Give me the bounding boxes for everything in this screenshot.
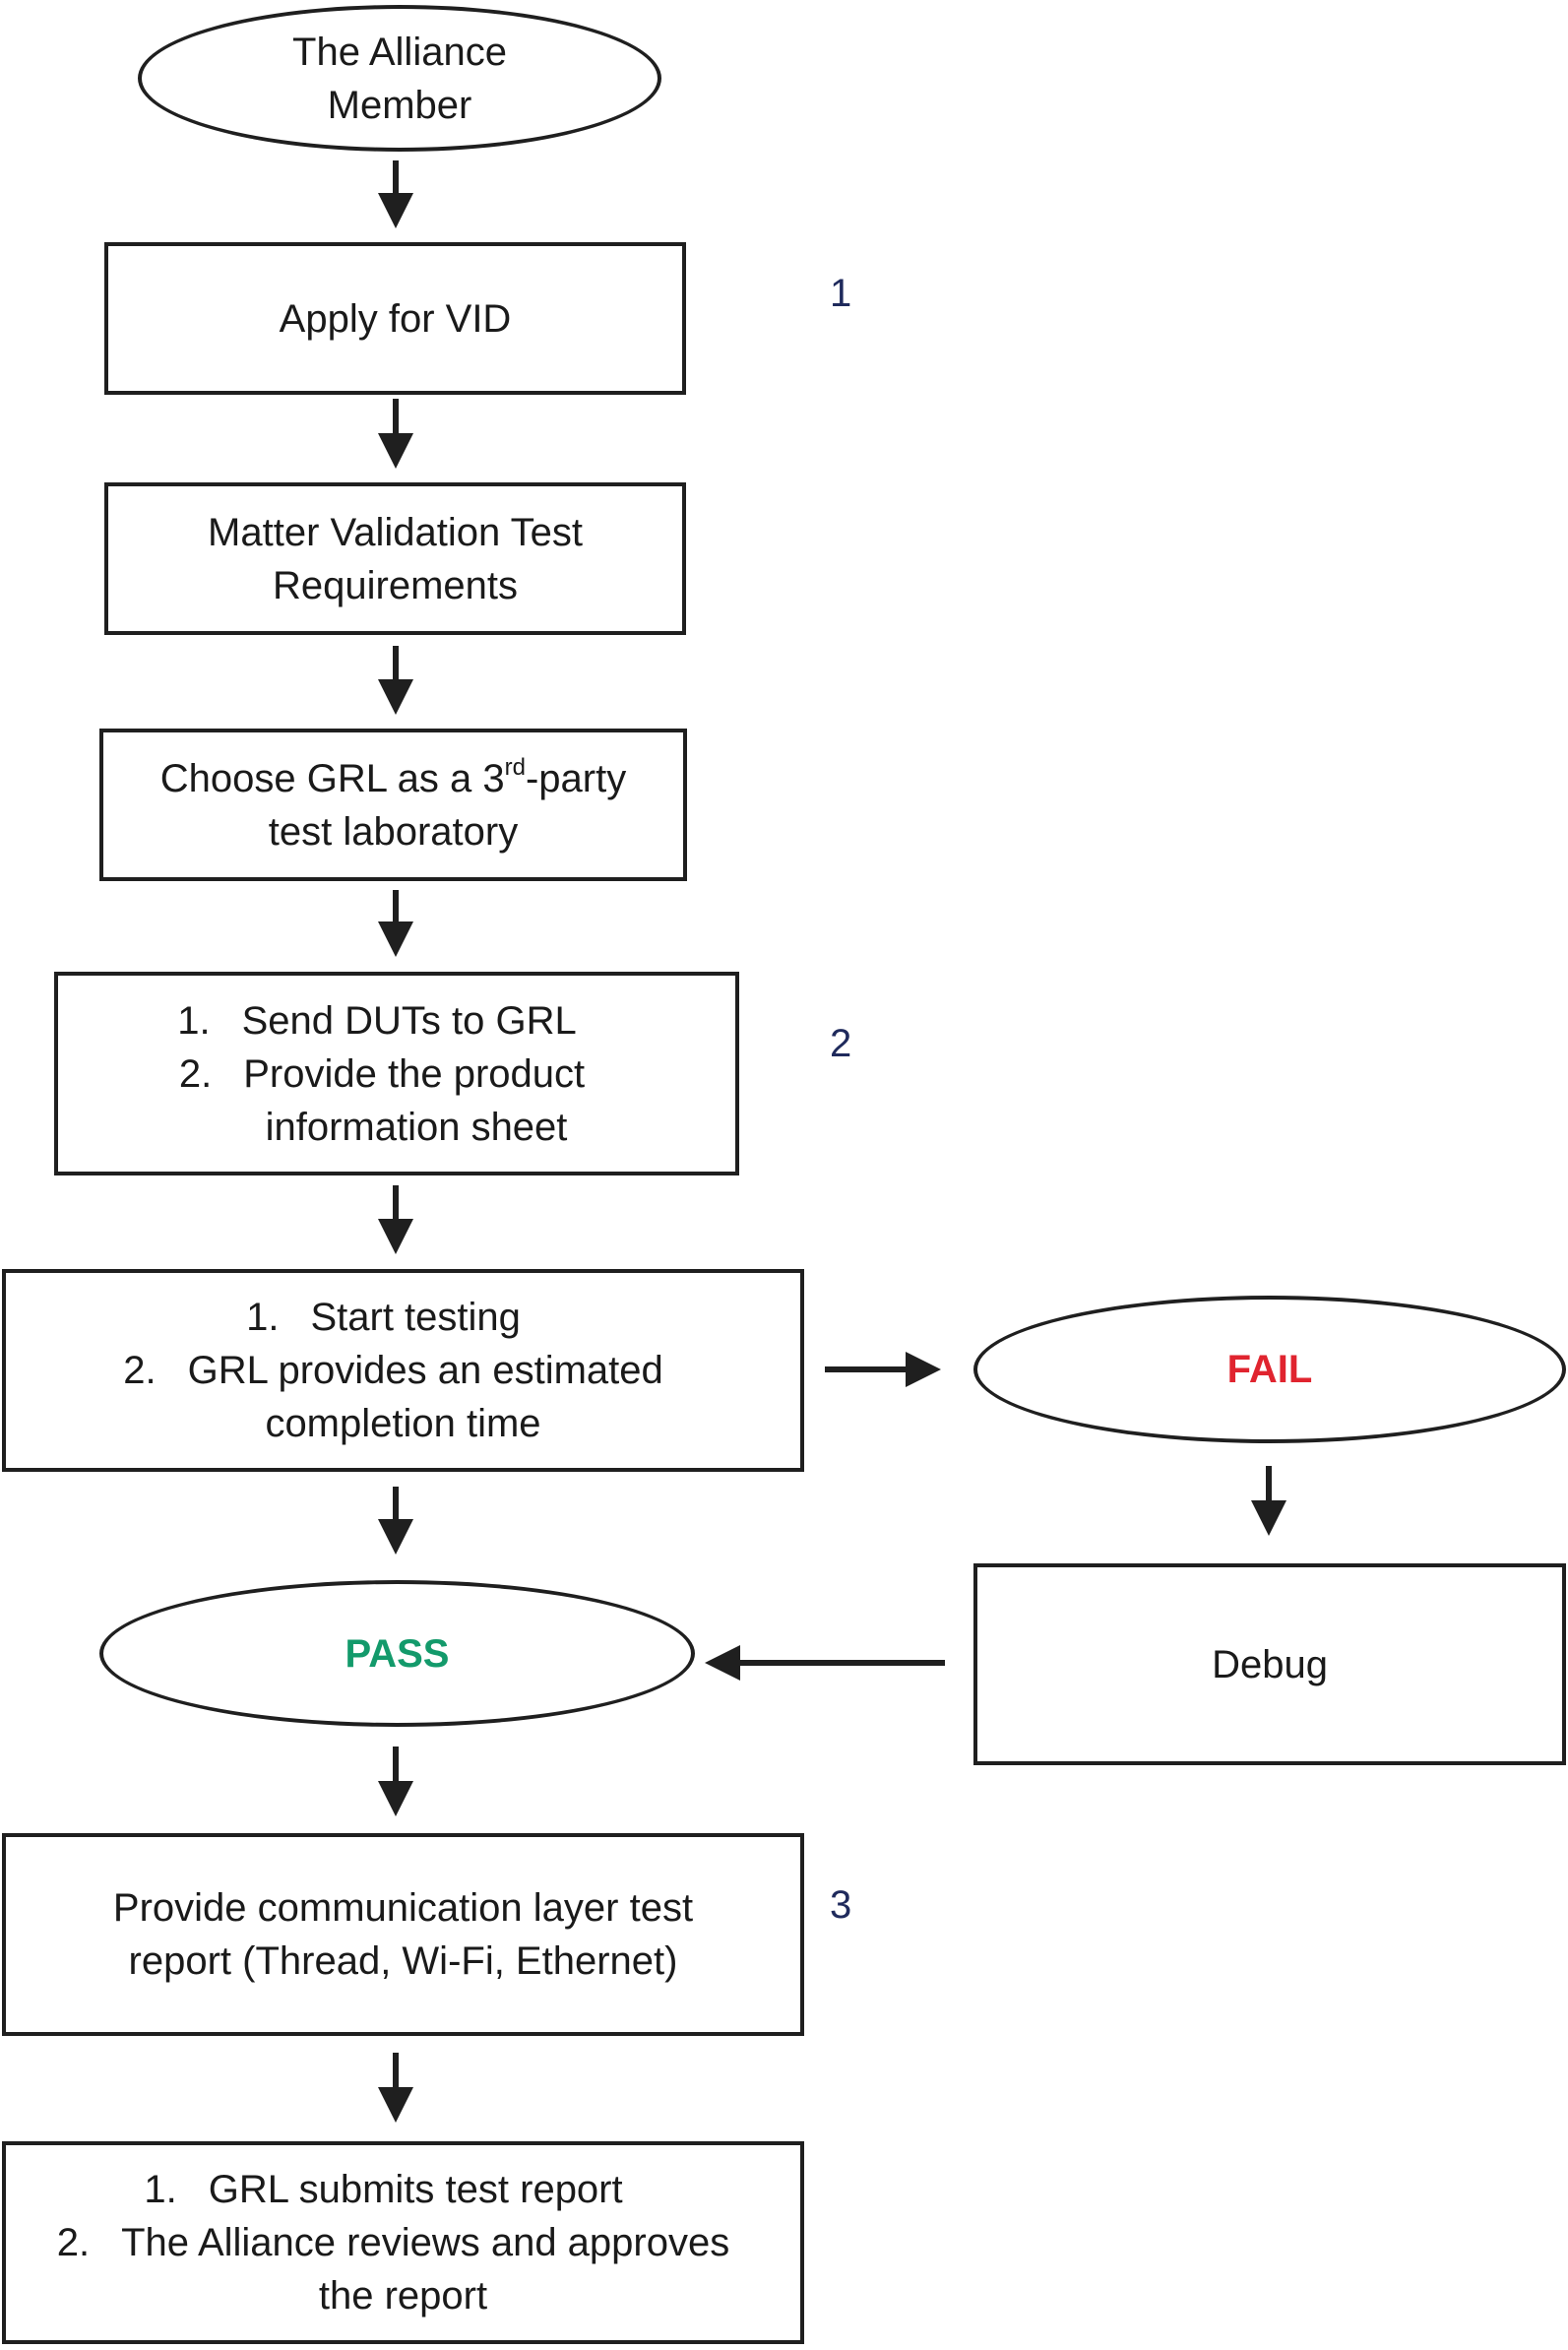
alliance-line-1: The Alliance [292, 30, 507, 74]
node-matter-requirements: Matter Validation Test Requirements [104, 482, 686, 635]
send-item-2: 2. Provide the product [179, 1048, 585, 1101]
testing-item-2: 2. GRL provides an estimated [123, 1344, 663, 1397]
choose-post: -party [525, 756, 627, 800]
pass-node: PASS [99, 1580, 695, 1727]
send-text-2: Provide the product [243, 1051, 586, 1096]
submit-num-2: 2. [56, 2221, 91, 2264]
testing-num-2: 2. [123, 1349, 157, 1392]
testing-item-cont: completion time [265, 1402, 541, 1445]
submit-item-2: 2. The Alliance reviews and approves [57, 2216, 729, 2269]
step-number-2: 2 [830, 1022, 852, 1065]
submit-item-cont: the report [318, 2274, 488, 2318]
debug-label: Debug [1212, 1642, 1328, 1686]
start-node-alliance-member: The Alliance Member [138, 5, 661, 152]
step-number-1: 1 [830, 272, 852, 315]
choose-line-2: test laboratory [268, 809, 519, 854]
node-submit-report: 1. GRL submits test report 2. The Alliance… [2, 2141, 804, 2344]
fail-label: FAIL [1226, 1348, 1313, 1391]
choose-sup: rd [504, 754, 526, 782]
requirements-line-1: Matter Validation Test [208, 510, 583, 554]
node-debug: Debug [973, 1563, 1566, 1765]
step-number-3: 3 [830, 1883, 852, 1927]
vid-label: Apply for VID [279, 296, 512, 341]
send-item-cont: information sheet [265, 1105, 568, 1149]
node-choose-grl: Choose GRL as a 3rd-party test laborator… [99, 729, 687, 881]
node-send-duts: 1. Send DUTs to GRL 2. Provide the product… [54, 972, 739, 1175]
submit-num-1: 1. [144, 2168, 177, 2211]
testing-item-1: 1. Start testing [246, 1291, 521, 1344]
node-communication-report: Provide communication layer test report … [2, 1833, 804, 2036]
fail-node: FAIL [973, 1296, 1566, 1443]
choose-line-1: Choose GRL as a 3rd-party [160, 752, 626, 805]
testing-text-2: GRL provides an estimated [187, 1349, 663, 1392]
submit-text-2: The Alliance reviews and approves [121, 2221, 730, 2264]
testing-num-1: 1. [246, 1296, 280, 1339]
submit-text-1: GRL submits test report [208, 2168, 623, 2211]
testing-text-1: Start testing [310, 1296, 521, 1339]
submit-item-1: 1. GRL submits test report [144, 2163, 622, 2216]
report-line-1: Provide communication layer test [112, 1886, 694, 1930]
node-start-testing: 1. Start testing 2. GRL provides an estima… [2, 1269, 804, 1472]
send-num-1: 1. [177, 998, 211, 1043]
report-line-2: report (Thread, Wi-Fi, Ethernet) [128, 1939, 678, 1983]
alliance-line-2: Member [327, 83, 472, 127]
pass-label: PASS [345, 1631, 450, 1676]
choose-pre: Choose GRL as a 3 [159, 756, 505, 800]
node-apply-for-vid: Apply for VID [104, 242, 686, 395]
send-num-2: 2. [178, 1051, 213, 1096]
send-text-1: Send DUTs to GRL [241, 998, 577, 1043]
send-item-1: 1. Send DUTs to GRL [177, 994, 577, 1048]
requirements-line-2: Requirements [272, 563, 518, 607]
